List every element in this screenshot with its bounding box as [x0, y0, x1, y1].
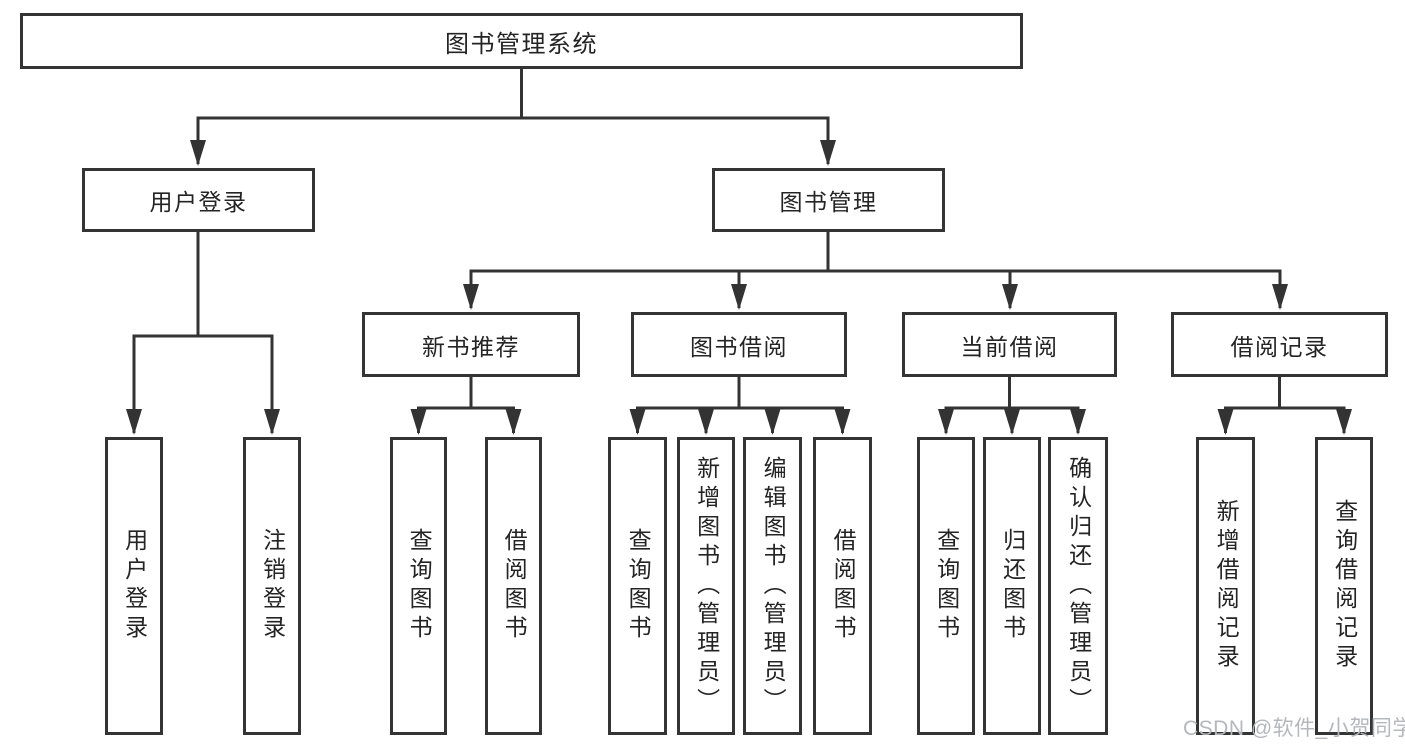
leaf-return-book: 归还图书 [983, 437, 1041, 735]
leaf-label: 确认归还（管理员） [1065, 455, 1092, 717]
leaf-logout: 注销登录 [243, 437, 301, 735]
leaf-edit-book-admin: 编辑图书（管理员） [743, 437, 802, 735]
node-user-login: 用户登录 [82, 168, 315, 232]
leaf-user-login: 用户登录 [105, 437, 163, 735]
leaf-query-borrow-record: 查询借阅记录 [1315, 437, 1373, 735]
leaf-label: 查询图书 [625, 528, 652, 644]
leaf-label: 新增借阅记录 [1213, 499, 1240, 673]
node-book-management: 图书管理 [712, 168, 945, 232]
leaf-label: 归还图书 [999, 528, 1026, 644]
leaf-label: 编辑图书（管理员） [760, 455, 787, 717]
leaf-query-books-recommend: 查询图书 [390, 437, 447, 735]
leaf-borrow-books-recommend: 借阅图书 [485, 437, 542, 735]
leaf-label: 查询图书 [406, 528, 433, 644]
node-book-borrow: 图书借阅 [631, 312, 847, 377]
leaf-label: 查询图书 [933, 528, 960, 644]
leaf-label: 新增图书（管理员） [693, 455, 720, 717]
csdn-watermark: CSDN @软件_小贺同学 [1183, 717, 1405, 740]
leaf-query-books-current: 查询图书 [917, 437, 975, 735]
node-new-book-recommend: 新书推荐 [362, 312, 580, 377]
leaf-label: 查询借阅记录 [1331, 499, 1358, 673]
leaf-label: 借阅图书 [830, 528, 857, 644]
leaf-add-borrow-record: 新增借阅记录 [1196, 437, 1255, 735]
leaf-borrow-books: 借阅图书 [813, 437, 872, 735]
leaf-query-books-borrow: 查询图书 [608, 437, 667, 735]
leaf-add-book-admin: 新增图书（管理员） [677, 437, 735, 735]
leaf-label: 借阅图书 [501, 528, 528, 644]
node-library-management-system: 图书管理系统 [20, 13, 1023, 69]
leaf-label: 注销登录 [259, 528, 286, 644]
leaf-confirm-return-admin: 确认归还（管理员） [1048, 437, 1108, 735]
node-current-borrow: 当前借阅 [902, 312, 1117, 377]
node-borrow-records: 借阅记录 [1171, 312, 1388, 377]
leaf-label: 用户登录 [121, 528, 148, 644]
